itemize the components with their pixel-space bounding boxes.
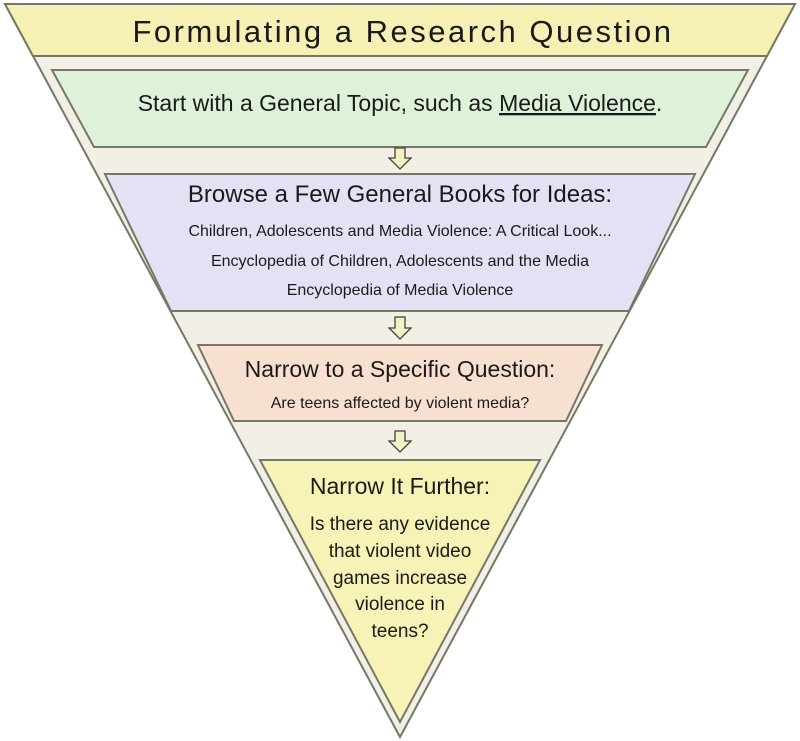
general-topic-suffix: . (656, 90, 662, 116)
book-title: Encyclopedia of Children, Adolescents an… (211, 253, 589, 270)
narrow-further-line: violence in (355, 594, 445, 615)
narrow-further-box (258, 459, 542, 725)
down-arrow-icon (387, 430, 413, 453)
general-topic-emphasis: Media Violence (499, 90, 656, 116)
down-arrow-icon (387, 316, 413, 340)
book-title: Encyclopedia of Media Violence (287, 282, 514, 299)
specific-question-heading: Narrow to a Specific Question: (245, 356, 556, 382)
narrow-further-line: teens? (371, 621, 428, 642)
general-topic-text: Start with a General Topic, such as Medi… (138, 90, 663, 116)
title-band (3, 3, 797, 57)
narrow-further-line: Is there any evidence (310, 514, 491, 535)
diagram-title: Formulating a Research Question (132, 14, 673, 49)
book-title: Children, Adolescents and Media Violence… (188, 223, 611, 240)
specific-question-text: Are teens affected by violent media? (271, 395, 530, 412)
general-topic-box (50, 69, 750, 148)
narrow-further-heading: Narrow It Further: (310, 473, 490, 499)
down-arrow-icon (387, 147, 413, 170)
specific-question-box (196, 344, 604, 422)
general-books-box (103, 173, 697, 312)
general-topic-prefix: Start with a General Topic, such as (138, 90, 499, 116)
books-heading: Browse a Few General Books for Ideas: (188, 181, 612, 208)
narrow-further-line: that violent video (329, 541, 472, 562)
narrow-further-line: games increase (333, 568, 467, 589)
